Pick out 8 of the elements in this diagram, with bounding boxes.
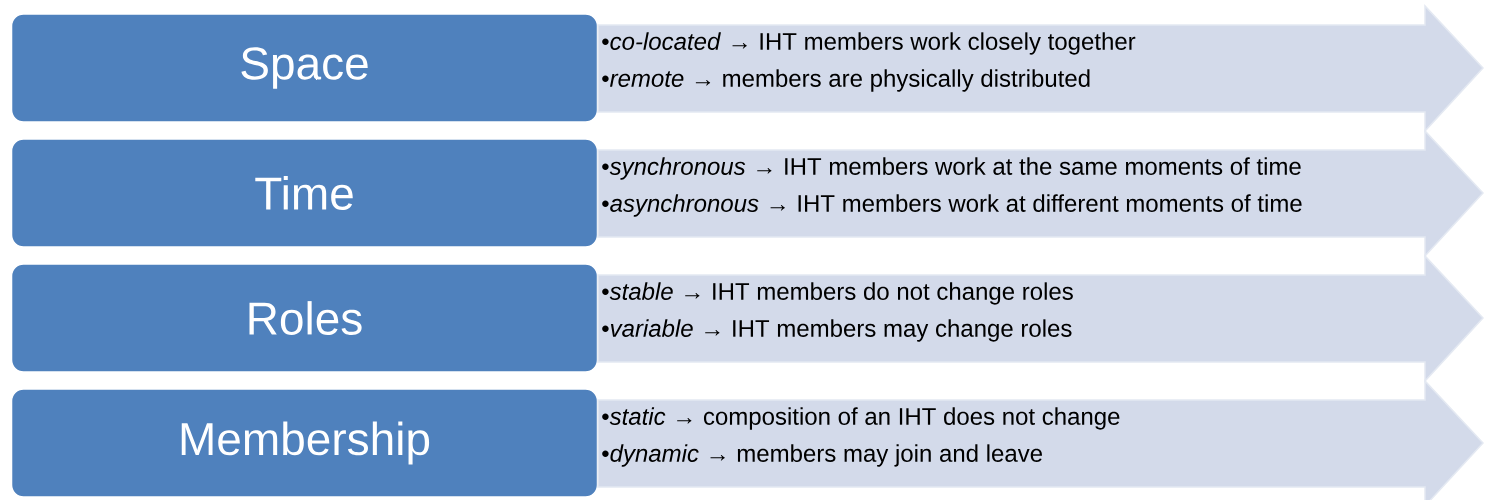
arrow-band: •co-located → IHT members work closely together •remote → members are physically distributed [597,4,1485,133]
title-box: Membership [10,388,599,498]
arrow-band: •synchronous → IHT members work at the same moments of time •asynchronous → IHT members work at different moments of time [597,129,1485,258]
arrow-band: •static → composition of an IHT does not change •dynamic → members may join and leave [597,379,1485,500]
title-box: Time [10,138,599,248]
arrow-band: •stable → IHT members do not change roles •variable → IHT members may change roles [597,254,1485,383]
title-box: Roles [10,263,599,373]
title-box: Space [10,13,599,123]
